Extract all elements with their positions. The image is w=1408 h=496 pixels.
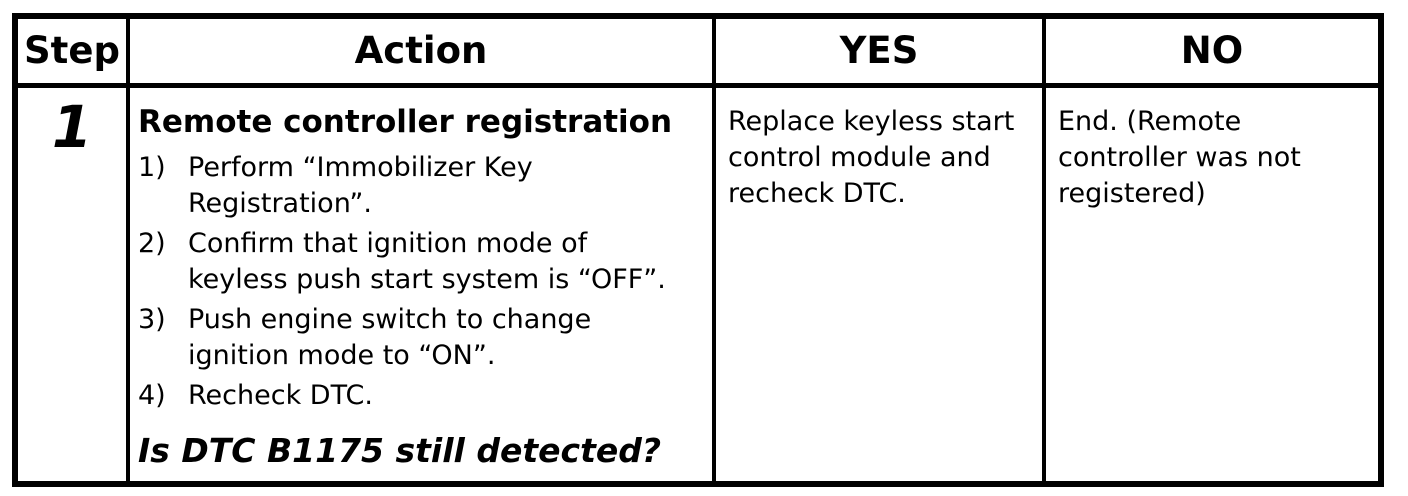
step-number: 1 <box>18 88 130 481</box>
action-item-text: Perform “Immobilizer Key Registration”. <box>188 152 533 219</box>
action-item-text: Confirm that ignition mode of keyless pu… <box>188 228 666 295</box>
header-no: NO <box>1046 19 1378 88</box>
action-cell: Remote controller registration 1) Perfor… <box>130 88 716 481</box>
action-item-text: Push engine switch to change ignition mo… <box>188 304 592 371</box>
action-item-text: Recheck DTC. <box>188 380 373 411</box>
action-item-number: 4) <box>138 380 166 411</box>
action-question: Is DTC B1175 still detected? <box>138 431 661 470</box>
action-item-3: 3) Push engine switch to change ignition… <box>138 302 706 374</box>
table-row: 1 Remote controller registration 1) Perf… <box>18 88 1378 481</box>
header-yes: YES <box>716 19 1046 88</box>
no-result-text: End. (Remote controller was not register… <box>1058 106 1301 209</box>
no-cell: End. (Remote controller was not register… <box>1046 88 1378 481</box>
yes-result-text: Replace keyless start control module and… <box>728 106 1015 209</box>
action-item-2: 2) Confirm that ignition mode of keyless… <box>138 226 706 298</box>
header-step: Step <box>18 19 130 88</box>
action-item-4: 4) Recheck DTC. <box>138 378 706 414</box>
action-item-number: 2) <box>138 228 166 259</box>
yes-cell: Replace keyless start control module and… <box>716 88 1046 481</box>
action-item-1: 1) Perform “Immobilizer Key Registration… <box>138 150 706 222</box>
diagnostic-step-table: Step Action YES NO 1 Remote controller r… <box>12 13 1384 487</box>
action-title: Remote controller registration <box>138 104 673 140</box>
action-item-number: 1) <box>138 152 166 183</box>
header-action: Action <box>130 19 716 88</box>
table-header-row: Step Action YES NO <box>18 19 1378 88</box>
action-item-number: 3) <box>138 304 166 335</box>
